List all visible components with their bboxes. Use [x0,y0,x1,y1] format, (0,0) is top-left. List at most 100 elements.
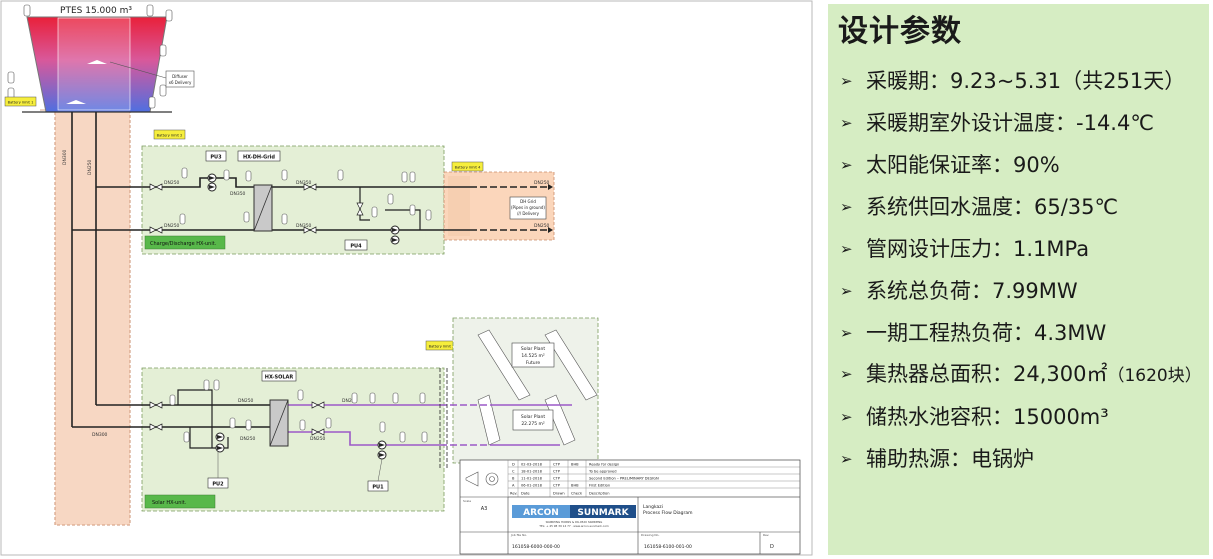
svg-text:Description: Description [589,492,609,496]
tank-label: PTES 15.000 m³ [60,6,132,16]
project-name: Langkazi [643,504,663,510]
svg-text:Solar Plant: Solar Plant [521,414,545,420]
arrow-bullet-icon: ➢ [840,114,853,132]
param-outdoor-temp: ➢采暖期室外设计温度：-14.4℃ [838,102,1209,144]
diffuser-label-1: Diffuser [172,74,188,79]
dh-grid-line-1: DH Grid [520,199,536,204]
svg-text:D: D [512,463,515,467]
param-phase1-load: ➢一期工程热负荷：4.3MW [838,312,1209,354]
svg-text:Rev.: Rev. [763,533,769,537]
solar-dim-3: DN250 [310,436,326,442]
top-dim-2: DN350 [230,191,246,197]
drawing-title: Process Flow Diagram [643,510,693,516]
hx-solar-label: HX-SOLAR [265,375,294,381]
drawing-number: 161058-6100-001-00 [644,544,692,550]
svg-text:SKØRPING HORNS & DK-9520 SKØRP: SKØRPING HORNS & DK-9520 SKØRPING [546,519,603,524]
param-heating-period: ➢采暖期：9.23~5.31（共251天） [838,60,1209,102]
svg-text:Scale: Scale [463,499,471,503]
param-aux-heat: ➢辅助热源：电锅炉 [838,438,1209,480]
svg-text:22.275 m²: 22.275 m² [521,421,545,427]
dh-grid-box [509,196,547,220]
diffuser-label-2: x6 Delivery [169,80,192,85]
svg-text:BHB: BHB [571,463,579,467]
charge-unit-footer: Charge/Discharge HX-unit. [150,241,217,247]
arrow-bullet-icon: ➢ [840,198,853,216]
arrow-bullet-icon: ➢ [840,282,853,300]
svg-text:06-01-2018: 06-01-2018 [521,484,543,488]
svg-text:ARCON: ARCON [523,508,559,518]
svg-text:Battery limit 3: Battery limit 3 [429,345,455,349]
param-network-pressure: ➢管网设计压力：1.1MPa [838,228,1209,270]
svg-text:Drawn: Drawn [553,492,565,496]
design-parameters-panel: 设计参数 ➢采暖期：9.23~5.31（共251天） ➢采暖期室外设计温度：-1… [828,4,1209,555]
param-solar-fraction: ➢太阳能保证率：90% [838,144,1209,186]
svg-text:A: A [512,484,515,488]
top-dim-5: DN250 [164,223,180,229]
param-total-load: ➢系统总负荷：7.99MW [838,270,1209,312]
riser-dim-1: DN300 [62,149,68,165]
svg-text:Battery limit 4: Battery limit 4 [455,166,481,170]
file-number: 161058-6000-000-00 [512,544,560,550]
svg-text:CTP: CTP [553,477,561,481]
pu3-label: PU3 [210,155,222,161]
battery-limit-tag-3: Battery limit 3 [425,340,458,351]
battery-limit-tag-4: Battery limit 4 [451,161,484,172]
top-dim-1: DN250 [164,180,180,186]
arrow-bullet-icon: ➢ [840,72,853,90]
svg-text:11-01-2018: 11-01-2018 [521,477,543,481]
svg-text:Solar Plant: Solar Plant [521,346,545,352]
parameter-list: ➢采暖期：9.23~5.31（共251天） ➢采暖期室外设计温度：-14.4℃ … [838,60,1209,480]
svg-text:Battery limit 1: Battery limit 1 [8,101,34,105]
top-dim-4: DN350 [296,223,312,229]
param-supply-return-temp: ➢系统供回水温度：65/35℃ [838,186,1209,228]
svg-text:TEL: + 45 98 39 14 77 · www.ar: TEL: + 45 98 39 14 77 · www.arcon-sunmar… [538,524,609,528]
svg-text:14.525 m²: 14.525 m² [521,353,545,359]
battery-zone-riser [54,109,131,526]
top-dim-3: DN350 [296,180,312,186]
svg-text:18-01-2018: 18-01-2018 [521,470,543,474]
riser-dim-2: DN250 [87,159,93,175]
title-block: D 02-03-2018 CTP BHB Ready for design C … [459,459,801,555]
solar-plant-future [511,342,555,368]
hx-dh-grid-label: HX-DH-Grid [243,155,275,161]
svg-text:Future: Future [526,360,541,366]
logo-left [512,505,570,518]
dh-dim-2: DN250 [534,223,550,229]
panel-title: 设计参数 [838,14,962,49]
arrow-bullet-icon: ➢ [840,324,853,342]
solar-dim-2: DN250 [240,436,256,442]
arrow-bullet-icon: ➢ [840,365,853,383]
solar-unit-footer: Solar HX-unit. [152,500,187,506]
arrow-bullet-icon: ➢ [840,408,853,426]
svg-text:Second Edition – PRELIMINARY D: Second Edition – PRELIMINARY DESIGN [589,477,659,481]
svg-text:02-03-2018: 02-03-2018 [521,463,543,467]
dh-dim-1: DN250 [534,180,550,186]
svg-text:First Edition: First Edition [589,484,610,488]
dh-grid-line-3: /// Delivery [517,211,540,216]
logo-right [570,505,636,518]
svg-text:B: B [512,477,515,481]
svg-text:Battery limit 2: Battery limit 2 [157,134,183,138]
dh-grid-line-2: (Pipes in ground) [511,205,545,210]
svg-text:CTP: CTP [553,484,561,488]
solar-plant-current [512,409,554,431]
param-collector-area: ➢集热器总面积：24,300㎡（1620块） [838,354,1209,396]
svg-text:Check: Check [571,492,583,496]
svg-text:Ready for design: Ready for design [589,463,619,467]
battery-limit-tag-2: Battery limit 2 [153,129,186,140]
svg-text:Rev.: Rev. [510,492,518,496]
solar-hx-unit [141,367,445,512]
svg-text:CTP: CTP [553,470,561,474]
svg-text:Job file No.: Job file No. [510,533,527,537]
process-flow-diagram: PTES 15.000 m³ Diffuser x6 Delivery Batt… [0,0,813,556]
pu4-label: PU4 [350,244,362,250]
svg-text:To be approved: To be approved [588,470,617,474]
arrow-bullet-icon: ➢ [840,240,853,258]
arrow-bullet-icon: ➢ [840,156,853,174]
solar-dim-1: DN250 [238,398,254,404]
svg-text:Drawing No.: Drawing No. [641,533,659,537]
solar-dim-5: DN300 [92,432,108,438]
svg-text:C: C [512,470,515,474]
pu2-label: PU2 [212,482,224,488]
pu1-label: PU1 [372,485,384,491]
